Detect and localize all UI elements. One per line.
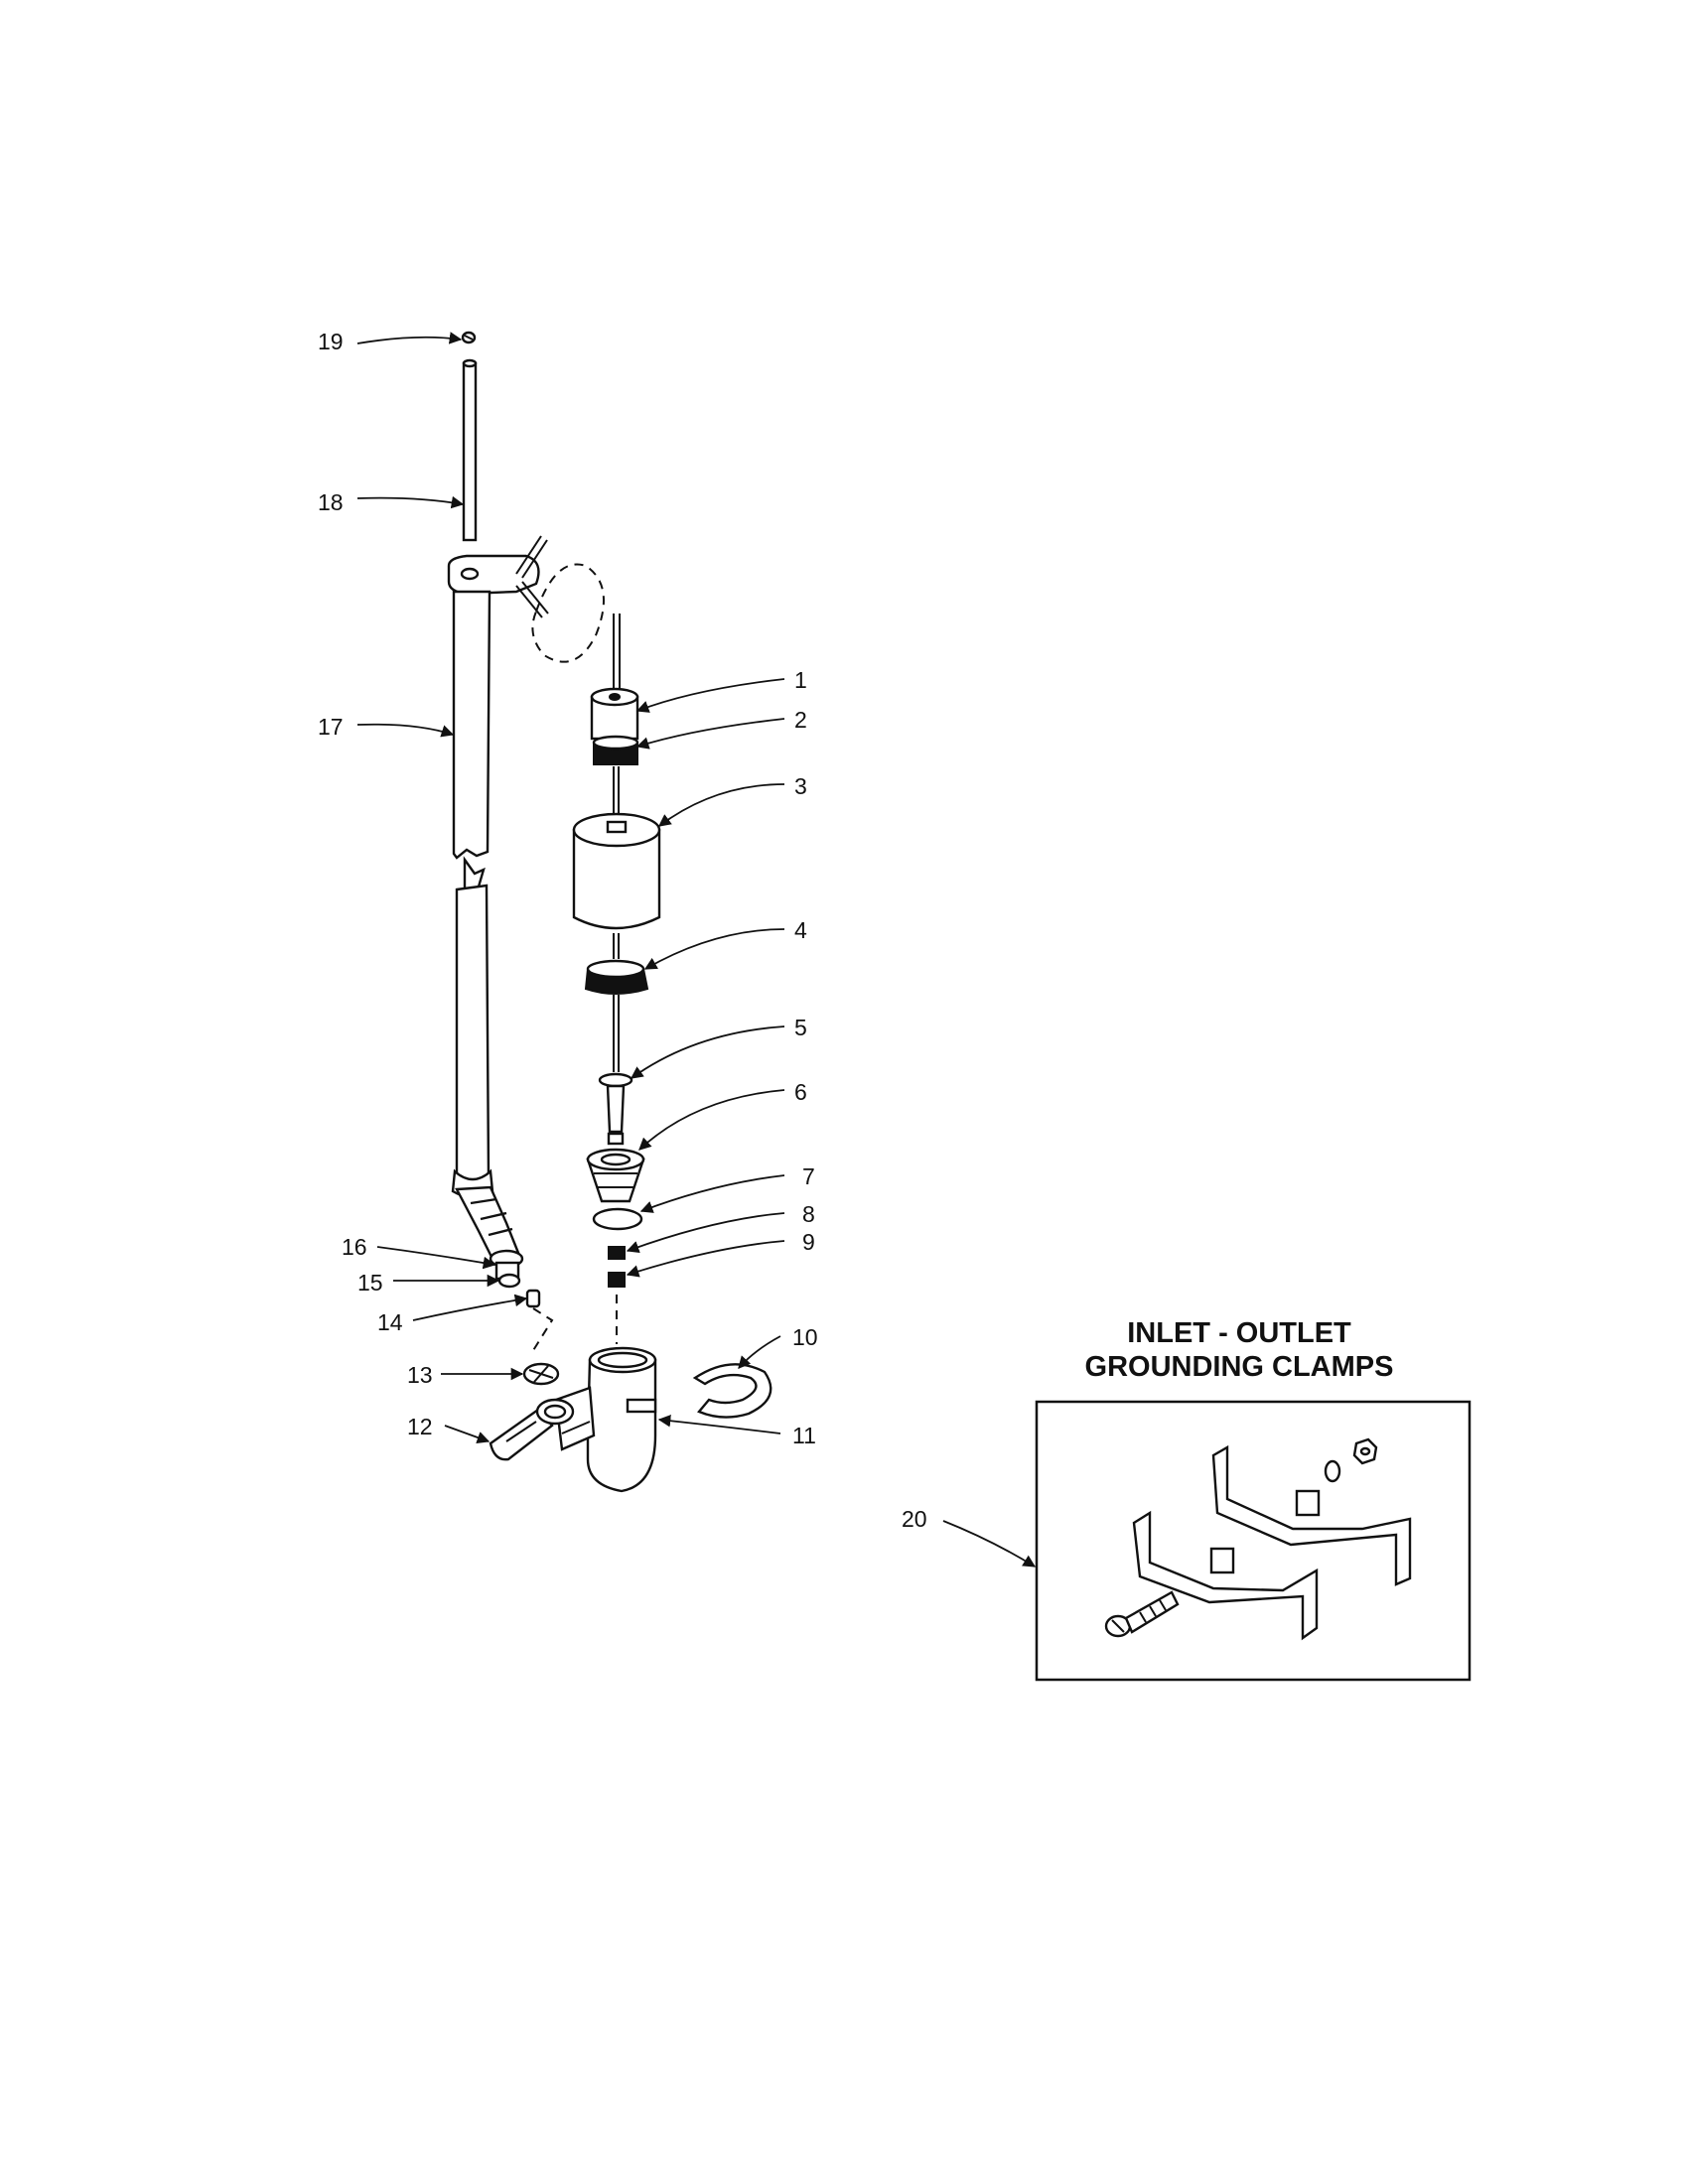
part-10-clamp	[692, 1363, 772, 1419]
part-8-nut	[608, 1246, 626, 1260]
part-1-cap	[590, 687, 639, 741]
wire-route-line	[531, 563, 605, 663]
part-20-grounding-clamp-lower	[1132, 1510, 1319, 1641]
leader-8	[626, 1212, 785, 1254]
callout-2: 2	[794, 707, 807, 733]
part-14-fitting	[525, 1289, 541, 1308]
part-2-nut	[592, 735, 639, 765]
part-12-clip	[489, 1408, 554, 1461]
callout-3: 3	[794, 773, 807, 799]
leader-17	[356, 723, 455, 738]
part-13-washer	[522, 1362, 560, 1386]
part-7-o-ring	[592, 1207, 643, 1231]
leader-10	[738, 1335, 781, 1369]
leader-3	[657, 783, 785, 827]
callout-9: 9	[802, 1229, 815, 1255]
part-15-ring	[497, 1273, 521, 1289]
callout-8: 8	[802, 1201, 815, 1227]
part-20-screw	[1104, 1590, 1180, 1638]
leader-7	[639, 1174, 785, 1213]
part-9-nut	[608, 1272, 626, 1288]
part-11-pump-housing	[535, 1346, 657, 1493]
part-16-hose-end	[455, 1185, 524, 1281]
leader-9	[626, 1240, 785, 1278]
callout-1: 1	[794, 667, 807, 693]
part-20-nut	[1352, 1437, 1378, 1465]
part-4-seal	[584, 959, 649, 995]
part-18-rod	[462, 358, 478, 542]
callout-4: 4	[794, 917, 807, 943]
part-20-washer	[1324, 1459, 1341, 1483]
leader-6	[638, 1089, 785, 1151]
inset-title-line2: GROUNDING CLAMPS	[1085, 1351, 1394, 1383]
callout-6: 6	[794, 1079, 807, 1105]
part-17-bracket	[447, 535, 549, 618]
callout-16: 16	[342, 1234, 367, 1260]
part-3-float	[572, 812, 661, 930]
leader-14	[412, 1294, 528, 1321]
part-5-retainer	[598, 1072, 633, 1146]
callout-19: 19	[318, 329, 344, 354]
part-19-screw	[461, 331, 477, 344]
leader-20	[942, 1520, 1037, 1568]
callout-14: 14	[377, 1309, 403, 1335]
part-17-tube	[451, 590, 494, 1199]
part-20-grounding-clamp-upper	[1211, 1444, 1412, 1586]
leader-18	[356, 495, 465, 509]
leader-5	[630, 1025, 785, 1079]
callout-13: 13	[407, 1362, 433, 1388]
leader-19	[356, 332, 463, 344]
leader-2	[635, 718, 785, 750]
callout-18: 18	[318, 489, 344, 515]
leader-12	[444, 1425, 491, 1444]
leader-16	[376, 1246, 496, 1270]
leader-4	[643, 928, 785, 970]
assembly-line-14-13	[531, 1307, 554, 1353]
callout-20: 20	[902, 1506, 927, 1532]
callout-10: 10	[792, 1324, 818, 1350]
callout-17: 17	[318, 714, 344, 740]
callout-11: 11	[792, 1423, 816, 1448]
leader-1	[635, 678, 785, 713]
inset-title-line1: INLET - OUTLET	[1127, 1317, 1351, 1349]
part-6-valve	[586, 1148, 645, 1203]
leader-11	[657, 1414, 781, 1434]
callout-15: 15	[357, 1270, 383, 1296]
callout-7: 7	[802, 1163, 815, 1189]
callout-12: 12	[407, 1414, 433, 1439]
callout-5: 5	[794, 1015, 807, 1040]
